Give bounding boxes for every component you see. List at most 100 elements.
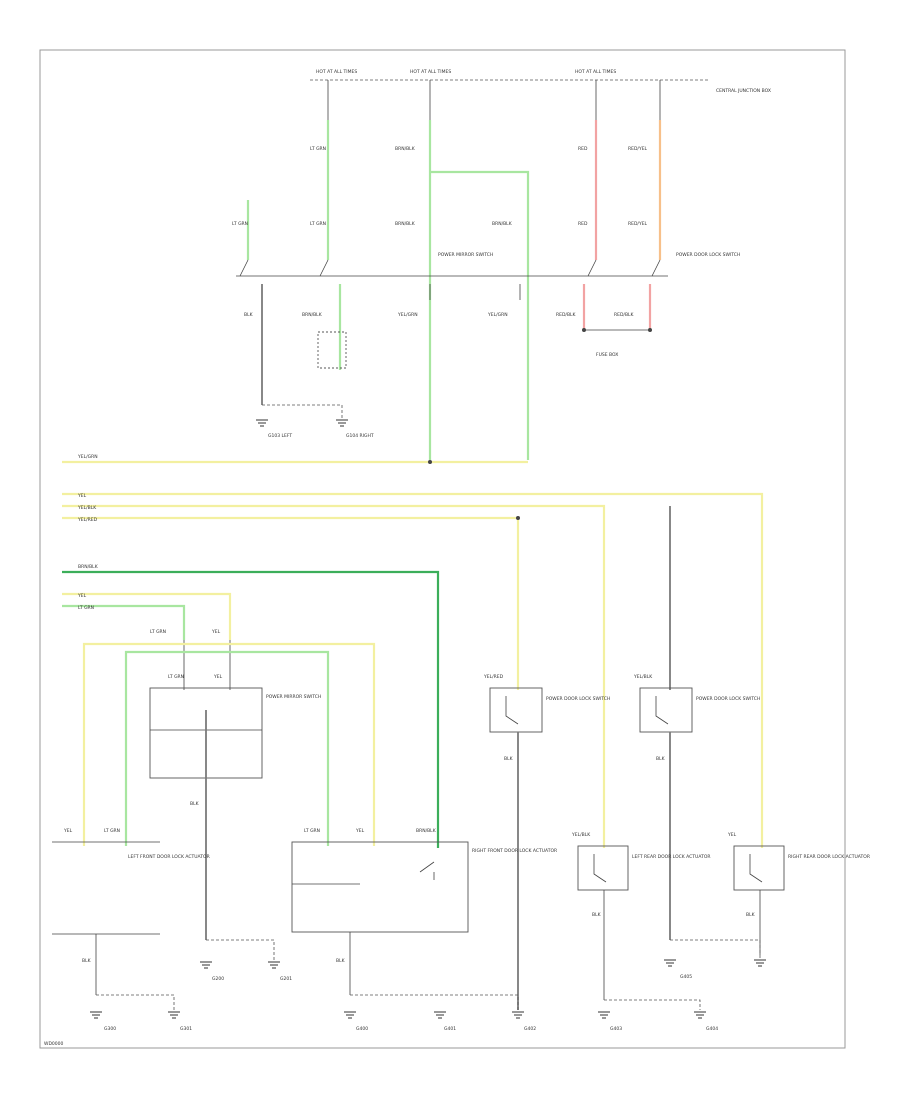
module-left-label: LEFT FRONT DOOR LOCK ACTUATOR bbox=[128, 854, 210, 860]
wire-label-brnblk-2: BRN/BLK bbox=[395, 221, 416, 227]
module-center-brn: BRN/BLK bbox=[416, 828, 437, 834]
wire-label-redyel-1: RED/YEL bbox=[628, 146, 648, 152]
wire-label-blk-1: BLK bbox=[244, 312, 254, 318]
bus-label-yel-2: YEL bbox=[77, 593, 87, 599]
module-left-blk: BLK bbox=[82, 958, 92, 964]
wire-label-ltgrn-1: LT GRN bbox=[310, 146, 326, 152]
panel-lbl-yel: YEL bbox=[211, 629, 221, 635]
gnd-sym-a2 bbox=[268, 961, 280, 969]
ground-label-1: G103 LEFT bbox=[268, 433, 292, 439]
bus-yel-594 bbox=[62, 592, 232, 640]
ground-label-4: G201 bbox=[280, 976, 292, 982]
panel-top-link bbox=[183, 640, 231, 690]
gnd-sym-e2 bbox=[754, 959, 766, 967]
bus-label-yelgrn: YEL/GRN bbox=[77, 454, 98, 460]
module-center-ltgrn: LT GRN bbox=[304, 828, 320, 834]
top-switches bbox=[239, 259, 661, 277]
bus-label-yel: YEL bbox=[77, 493, 87, 499]
ground-sym-1 bbox=[256, 419, 268, 427]
switch-label-right: POWER DOOR LOCK SWITCH bbox=[676, 252, 740, 258]
switch-box-1 bbox=[489, 687, 543, 733]
panel-lbl-ltgrn: LT GRN bbox=[150, 629, 166, 635]
bottom-switch-label-3: LEFT REAR DOOR LOCK ACTUATOR bbox=[632, 854, 711, 860]
gnd-sym-c2 bbox=[434, 1011, 446, 1019]
ground-label-5: G300 bbox=[104, 1026, 116, 1032]
switch-box-label-2: POWER DOOR LOCK SWITCH bbox=[696, 696, 760, 702]
wire-label-ltgrn-3: LT GRN bbox=[310, 221, 326, 227]
gnd-link-b bbox=[96, 994, 175, 1010]
bus-label-ltgrn-2: LT GRN bbox=[78, 605, 94, 611]
wire-label-redyel-2: RED/YEL bbox=[628, 221, 648, 227]
wire-label-yelgrn-1: YEL/GRN bbox=[397, 312, 418, 318]
module-left-yel: YEL bbox=[63, 828, 73, 834]
ground-link-top bbox=[262, 404, 343, 418]
module-center-label: RIGHT FRONT DOOR LOCK ACTUATOR bbox=[472, 848, 557, 854]
bus-label-yelblk: YEL/BLK bbox=[77, 505, 97, 511]
bottom-switch-blk-3: BLK bbox=[592, 912, 602, 918]
wire-label-brnblk-1: BRN/BLK bbox=[395, 146, 416, 152]
gnd-sym-b1 bbox=[90, 1011, 102, 1019]
bus-yel-1 bbox=[62, 492, 764, 848]
wire-label-redblk-2: RED/BLK bbox=[614, 312, 635, 318]
switch-blk-2: BLK bbox=[656, 756, 666, 762]
wire-label-brnblk-4: BRN/BLK bbox=[302, 312, 323, 318]
fuse-label-3: HOT AT ALL TIMES bbox=[575, 69, 616, 75]
panel-blk-label: BLK bbox=[190, 801, 200, 807]
module-center-switch bbox=[419, 861, 435, 880]
wire-label-yelgrn-2: YEL/GRN bbox=[487, 312, 508, 318]
fuse-label-2: HOT AT ALL TIMES bbox=[410, 69, 451, 75]
footer-code: WD0000 bbox=[44, 1041, 64, 1047]
gnd-sym-d1 bbox=[598, 1011, 610, 1019]
bottom-switch-4 bbox=[733, 845, 785, 891]
panel-label-1: POWER MIRROR SWITCH bbox=[266, 694, 321, 700]
module-center bbox=[291, 841, 469, 933]
gnd-link-a bbox=[206, 939, 275, 960]
switch-box-label-1: POWER DOOR LOCK SWITCH bbox=[546, 696, 610, 702]
switch-box-2 bbox=[639, 687, 693, 733]
ground-label-8: G401 bbox=[444, 1026, 456, 1032]
ground-label-11: G404 bbox=[706, 1026, 718, 1032]
wire-label-red-2: RED bbox=[578, 221, 588, 227]
bottom-switch-blk-4: BLK bbox=[746, 912, 756, 918]
bus-dkgrn bbox=[62, 570, 440, 848]
ground-label-3: G200 bbox=[212, 976, 224, 982]
ground-label-9: G402 bbox=[524, 1026, 536, 1032]
wire-label-redblk-1: RED/BLK bbox=[556, 312, 577, 318]
wire-label-red-1: RED bbox=[578, 146, 588, 152]
ground-label-2: G104 RIGHT bbox=[346, 433, 374, 439]
switch-box-yel-1: YEL/RED bbox=[483, 674, 504, 680]
gnd-link-e bbox=[670, 939, 761, 958]
switch-box-yel-2: YEL/BLK bbox=[633, 674, 653, 680]
gnd-sym-c1 bbox=[344, 1011, 356, 1019]
fuse-box-note: CENTRAL JUNCTION BOX bbox=[716, 88, 771, 94]
panel-inner-1a: LT GRN bbox=[168, 674, 184, 680]
bus-ltgrn-606 bbox=[62, 604, 186, 640]
bottom-switch-yel-4: YEL bbox=[727, 832, 737, 838]
gnd-link-c bbox=[350, 994, 519, 1010]
ground-label-10: G403 bbox=[610, 1026, 622, 1032]
gnd-link-d bbox=[604, 999, 701, 1010]
gnd-sym-d2 bbox=[694, 1011, 706, 1019]
bottom-switch-3 bbox=[577, 845, 629, 891]
fuse-box-label: FUSE BOX bbox=[596, 352, 618, 358]
bottom-switch-yel-3: YEL/BLK bbox=[571, 832, 591, 838]
bus-label-yelred: YEL/RED bbox=[77, 517, 98, 523]
bus-yel-2 bbox=[62, 504, 606, 848]
ground-label-6: G301 bbox=[180, 1026, 192, 1032]
bus-label-dkgrn: BRN/BLK bbox=[78, 564, 99, 570]
module-center-blk: BLK bbox=[336, 958, 346, 964]
switch-label-left: POWER MIRROR SWITCH bbox=[438, 252, 493, 258]
wire-ltgrn-loop bbox=[124, 650, 330, 846]
wire-yel-loop bbox=[82, 642, 376, 846]
switch-blk-1: BLK bbox=[504, 756, 514, 762]
ground-label-7: G400 bbox=[356, 1026, 368, 1032]
bottom-switch-label-4: RIGHT REAR DOOR LOCK ACTUATOR bbox=[788, 854, 870, 860]
gnd-sym-e1 bbox=[664, 959, 676, 967]
diagram-frame bbox=[39, 49, 846, 1049]
module-left-ltgrn: LT GRN bbox=[104, 828, 120, 834]
ground-sym-2 bbox=[336, 419, 348, 427]
module-center-yel: YEL bbox=[355, 828, 365, 834]
wire-green-loop bbox=[430, 170, 530, 460]
wire-label-ltgrn-2: LT GRN bbox=[232, 221, 248, 227]
